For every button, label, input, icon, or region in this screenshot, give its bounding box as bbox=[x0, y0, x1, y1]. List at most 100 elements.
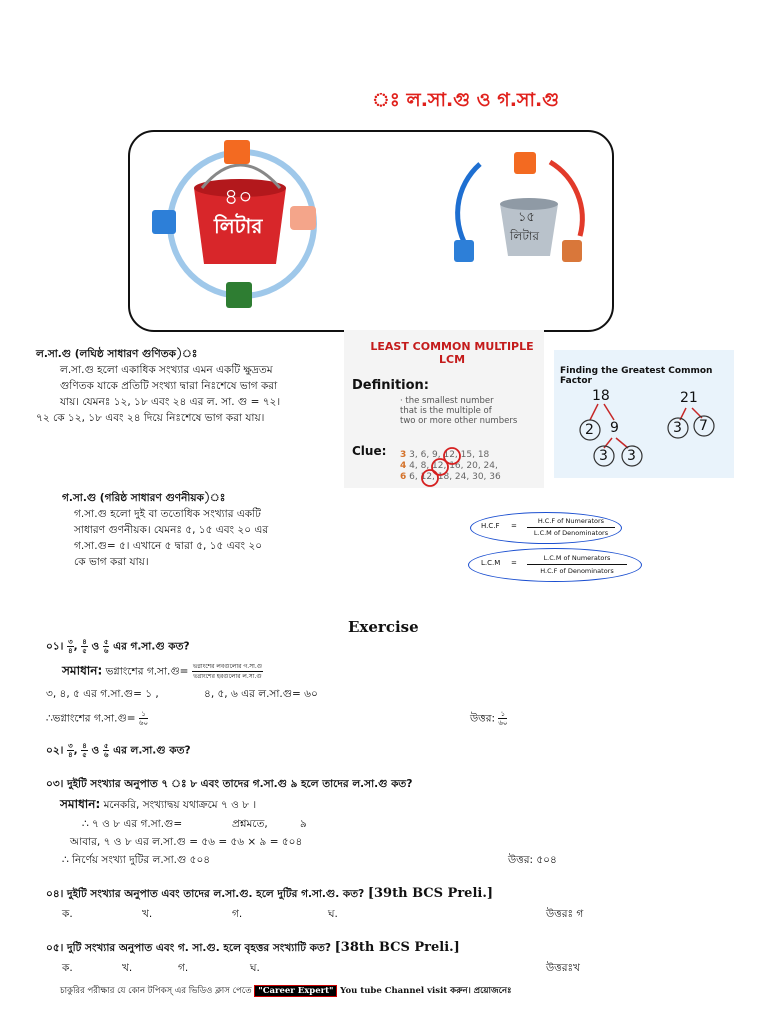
lcm-heading: ল.সা.গু (লঘিষ্ঠ সাধারণ গুণিতক)ঃ bbox=[36, 348, 198, 360]
clue-circles bbox=[421, 447, 461, 487]
red-bucket-icon bbox=[194, 188, 286, 264]
q4-tag: [39th BCS Preli.] bbox=[367, 886, 494, 901]
lcm-line: ল.সা.গু হলো একাধিক সংখ্যার এমন একটি ক্ষু… bbox=[60, 364, 273, 376]
lcm-formula-label: L.C.M bbox=[481, 559, 501, 567]
q5-option: ঘ. bbox=[250, 962, 260, 974]
tree-node: 3 bbox=[599, 448, 608, 464]
q4-answer: উত্তরঃ গ bbox=[546, 908, 584, 920]
lcm-line: গুণিতক যাকে প্রতিটি সংখ্যা দ্বারা নিঃশেষ… bbox=[60, 380, 278, 392]
q3-line3: আবার, ৭ ও ৮ এর ল.সা.গু = ৫৬ = ৫৬ × ৯ = ৫… bbox=[70, 836, 303, 848]
orange-mug-icon-2 bbox=[514, 152, 536, 174]
brown-mug-icon bbox=[562, 240, 582, 262]
hcf-definition: গ.সা.গু (গরিষ্ঠ সাধারণ গুণনীয়ক)ঃ গ.সা.গ… bbox=[62, 490, 362, 570]
definition-line: that is the multiple of bbox=[400, 406, 492, 416]
cycle-arc-blue bbox=[455, 162, 482, 254]
hcf-formula-label: H.C.F bbox=[481, 522, 500, 530]
lcm-card-title: LEAST COMMON MULTIPLE bbox=[370, 340, 534, 353]
lcm-card-subtitle: LCM bbox=[438, 353, 466, 366]
clue-list: 3, 6, 9, 12, 15, 18 bbox=[409, 450, 490, 460]
q3-answer: উত্তর: ৫০৪ bbox=[508, 854, 557, 866]
tree-node: 9 bbox=[610, 420, 619, 436]
q1-line2b: ৪, ৫, ৬ এর ল.সা.গু= ৬০ bbox=[204, 688, 318, 700]
hcf-formula: H.C.F = H.C.F of Numerators L.C.M of Den… bbox=[470, 512, 622, 544]
q3-line2c: ৯ bbox=[300, 818, 307, 830]
cycle-arc-red bbox=[548, 159, 585, 237]
gcf-card: Finding the Greatest Common Factor 18 2 … bbox=[554, 350, 734, 478]
bucket-40-unit: লিটার bbox=[214, 214, 263, 238]
bucket-15-number: ১৫ bbox=[518, 210, 535, 225]
orange-mug-icon bbox=[224, 140, 250, 164]
q3-line4: ∴ নির্ণেয় সংখ্যা দুটির ল.সা.গু ৫০৪ bbox=[62, 854, 211, 866]
q4-option: ক. bbox=[62, 908, 73, 920]
lcm-formula-eq: = bbox=[511, 559, 517, 567]
hcf-formula-eq: = bbox=[511, 522, 517, 530]
q5-option: গ. bbox=[178, 962, 189, 974]
q5-tag: [38th BCS Preli.] bbox=[334, 940, 460, 955]
factor-tree bbox=[579, 403, 715, 467]
clue-list: 6, 12, 18, 24, 30, 36 bbox=[409, 472, 501, 482]
q3-line2a: ∴ ৭ ও ৮ এর গ.সা.গু= bbox=[82, 818, 183, 830]
hcf-formula-num: H.C.F of Numerators bbox=[527, 516, 615, 528]
bucket-40-number: ৪০ bbox=[224, 185, 253, 210]
green-mug-icon bbox=[226, 282, 252, 308]
lcm-formula: L.C.M = L.C.M of Numerators H.C.F of Den… bbox=[468, 548, 642, 582]
clue-list: 4, 8, 12, 16, 20, 24, bbox=[409, 461, 498, 471]
buckets-illustration bbox=[152, 140, 585, 308]
question-3: ০৩। দুইটি সংখ্যার অনুপাত ৭ ঃ ৮ এবং তাদের… bbox=[46, 778, 413, 790]
clue-number: 3 bbox=[400, 450, 407, 460]
definition-line: two or more other numbers bbox=[400, 416, 518, 426]
q5-option: খ. bbox=[122, 962, 133, 974]
q4-option: গ. bbox=[232, 908, 243, 920]
exercise-title: Exercise bbox=[348, 618, 419, 636]
q3-line2b: প্রশ্নমতে, bbox=[232, 818, 268, 830]
solution-label: সমাধান: bbox=[62, 663, 103, 678]
q1-solution: সমাধান: ভগ্নাংশের গ.সা.গু= ভগ্নাংশের লবগ… bbox=[62, 663, 264, 680]
question-4: ০৪। দুইটি সংখ্যার অনুপাত এবং তাদের ল.সা.… bbox=[46, 886, 494, 901]
tree-node: 3 bbox=[627, 448, 636, 464]
q1-text: এর গ.সা.গু কত? bbox=[113, 640, 190, 653]
lcm-formula-den: H.C.F of Denominators bbox=[540, 567, 614, 575]
lcm-line: ৭২ কে ১২, ১৮ এবং ২৪ দিয়ে নিঃশেষে ভাগ কর… bbox=[36, 412, 265, 424]
tree-node: 21 bbox=[680, 390, 698, 406]
gcf-card-title: Finding the Greatest Common Factor bbox=[560, 366, 713, 386]
clue-label: Clue: bbox=[352, 444, 387, 458]
q3-solution: সমাধান: মনেকরি, সংখ্যাদ্বয় যথাক্রমে ৭ ও… bbox=[60, 797, 257, 811]
illustration-banner: ৪০ লিটার ১৫ লিটার bbox=[128, 130, 614, 332]
q1-number: ০১। bbox=[46, 640, 64, 653]
definition-line: · the smallest number bbox=[400, 396, 494, 406]
solution-fraction: ভগ্নাংশের লবগুলোর গ.সা.গুভগ্নাংশের হরগুল… bbox=[191, 663, 264, 680]
hcf-heading: গ.সা.গু (গরিষ্ঠ সাধারণ গুণনীয়ক)ঃ bbox=[62, 492, 226, 504]
silver-bucket-icon bbox=[500, 204, 558, 256]
channel-tag[interactable]: "Career Expert" bbox=[254, 985, 338, 997]
hcf-line: গ.সা.গু হলো দুই বা ততোধিক সংখ্যার একটি bbox=[74, 508, 261, 520]
q5-answer: উত্তরঃখ bbox=[546, 962, 580, 974]
blue-mug-icon bbox=[152, 210, 176, 234]
hcf-line: কে ভাগ করা যায়। bbox=[74, 556, 149, 568]
bucket-15-unit: লিটার bbox=[510, 229, 539, 243]
clue-number: 6 bbox=[400, 472, 407, 482]
footer-note: চাকুরির পরীক্ষার যে কোন টপিকস্ এর ভিডিও … bbox=[60, 985, 512, 997]
lcm-card: LEAST COMMON MULTIPLE LCM Definition: · … bbox=[344, 330, 544, 488]
lcm-formula-num: L.C.M of Numerators bbox=[527, 552, 627, 565]
q5-option: ক. bbox=[62, 962, 73, 974]
q4-option: খ. bbox=[142, 908, 153, 920]
lcm-definition: ল.সা.গু (লঘিষ্ঠ সাধারণ গুণিতক)ঃ ল.সা.গু … bbox=[36, 346, 346, 426]
hcf-line: সাধারণ গুণনীয়ক। যেমনঃ ৫, ১৫ এবং ২০ এর bbox=[74, 524, 269, 536]
blue-mug-icon-2 bbox=[454, 240, 474, 262]
question-5: ০৫। দুটি সংখ্যার অনুপাত এবং গ. সা.গু. হল… bbox=[46, 940, 460, 955]
q4-option: ঘ. bbox=[328, 908, 338, 920]
page-title: ঃ ল.সা.গু ও গ.সা.গু bbox=[372, 89, 560, 111]
tree-node: 7 bbox=[699, 418, 708, 434]
clue-number: 4 bbox=[400, 461, 407, 471]
q1-line2a: ৩, ৪, ৫ এর গ.সা.গু= ১ , bbox=[46, 688, 159, 700]
pink-mug-icon bbox=[290, 206, 316, 230]
tree-node: 3 bbox=[673, 420, 682, 436]
tree-node: 2 bbox=[585, 422, 594, 438]
lcm-line: যায়। যেমনঃ ১২, ১৮ এবং ২৪ এর ল. সা. গু =… bbox=[60, 396, 281, 408]
